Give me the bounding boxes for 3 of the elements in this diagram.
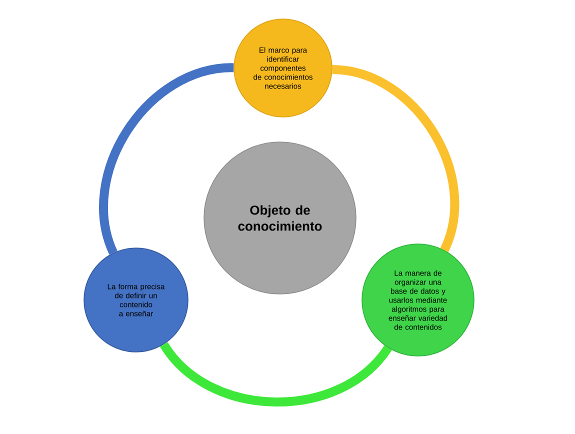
ring-arc: [332, 65, 459, 252]
ring-arc: [99, 63, 234, 254]
ring-arc: [160, 342, 392, 406]
